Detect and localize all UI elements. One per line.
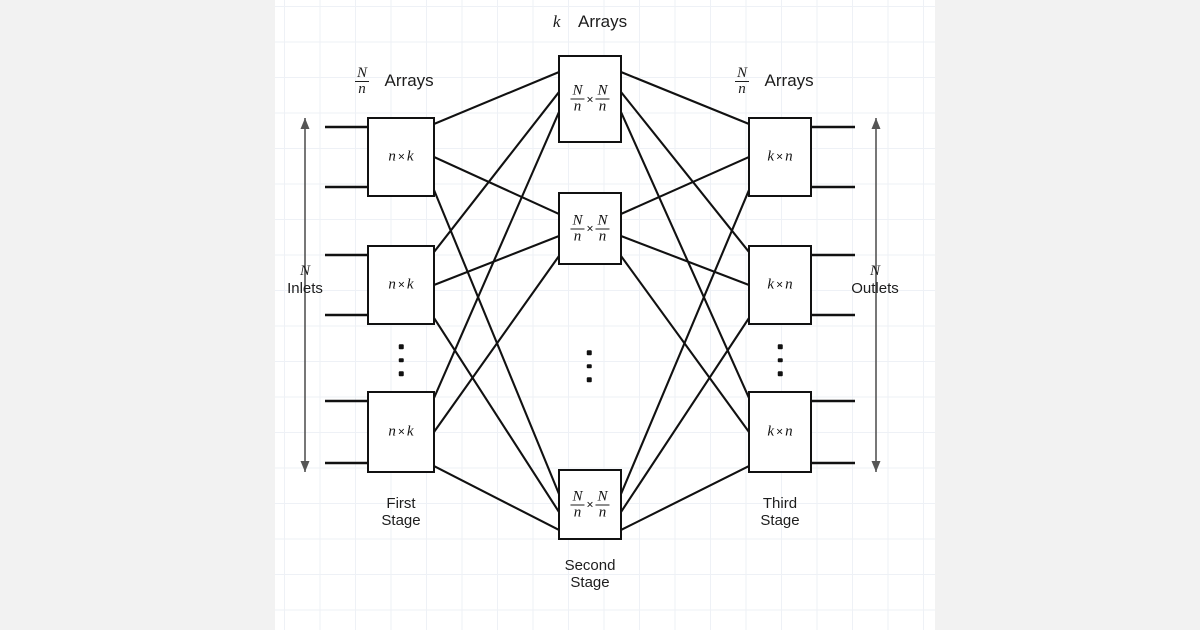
link-mid-2-out-2 [619, 234, 751, 287]
link-in-2-mid-2 [432, 234, 561, 287]
outlets-word: Outlets [851, 280, 899, 298]
inlets-n-symbol: N [299, 263, 311, 279]
link-in-3-mid-3 [432, 464, 561, 532]
inlets-range-arrow-head-top [300, 118, 310, 129]
first-stage-caption-line2: Stage [381, 512, 421, 530]
range-arrows [300, 118, 881, 472]
first-stage-caption-line1: First [386, 495, 416, 512]
n-over-n-fraction-left: N n [355, 65, 370, 97]
second-stage-caption: Second Stage [565, 557, 616, 592]
second-stage-caption-line2: Stage [570, 574, 610, 592]
arrays-word-left: Arrays [384, 70, 434, 90]
box-label-out-1: k×n [767, 148, 793, 165]
link-mid-2-out-1 [619, 155, 751, 216]
link-mid-1-out-2 [619, 90, 751, 254]
link-mid-1-out-1 [619, 70, 751, 126]
third-stage-count-label: N n Arrays [735, 66, 814, 97]
outlets-axis-label: N Outlets [851, 262, 899, 298]
outlets-range-arrow-head-top [871, 118, 881, 129]
port-lines [325, 125, 855, 465]
inlets-word: Inlets [287, 280, 323, 298]
k-symbol: k [552, 12, 561, 31]
link-in-3-mid-1 [432, 110, 561, 400]
inlets-axis-label: N Inlets [287, 262, 323, 298]
inlets-range-arrow-head-bottom [300, 461, 310, 472]
interconnect-links [432, 70, 751, 532]
outlets-range-arrow-head-bottom [871, 461, 881, 472]
switch-box-in-1 [367, 117, 435, 197]
link-in-2-mid-1 [432, 90, 561, 254]
clos-network-svg [300, 55, 881, 540]
box-label-in-1: n×k [388, 148, 414, 165]
switch-box-out-3 [748, 391, 812, 473]
stage-boxes [367, 55, 812, 540]
vertical-ellipsis-third [777, 344, 783, 376]
third-stage-caption-line1: Third [762, 495, 798, 512]
switch-box-mid-3 [558, 469, 622, 540]
figure-canvas: k Arrays N n Arrays N n Arrays N Inlets [275, 0, 935, 630]
switch-box-in-2 [367, 245, 435, 325]
first-stage-count-label: N n Arrays [355, 66, 434, 97]
link-in-1-mid-3 [432, 188, 561, 496]
link-mid-3-out-2 [619, 316, 751, 514]
third-stage-caption-line2: Stage [760, 512, 800, 530]
vertical-ellipsis-first [398, 344, 404, 376]
box-label-in-2: n×k [388, 276, 414, 293]
arrays-word-top: Arrays [577, 12, 628, 31]
vertical-ellipsis-second [586, 350, 592, 382]
box-label-out-3: k×n [767, 423, 793, 440]
switch-box-out-1 [748, 117, 812, 197]
link-in-3-mid-2 [432, 254, 561, 434]
link-mid-3-out-3 [619, 464, 751, 532]
n-over-n-fraction-right: N n [735, 65, 750, 97]
first-stage-caption: First Stage [381, 495, 420, 530]
switch-box-in-3 [367, 391, 435, 473]
switch-box-mid-2 [558, 192, 622, 265]
box-label-in-3: n×k [388, 423, 414, 440]
link-mid-3-out-1 [619, 188, 751, 496]
link-in-1-mid-2 [432, 155, 561, 216]
arrays-word-right: Arrays [764, 70, 814, 90]
second-stage-count-label: k Arrays [553, 12, 627, 32]
switch-box-mid-1 [558, 55, 622, 143]
outlets-n-symbol: N [869, 263, 880, 279]
third-stage-caption: Third Stage [760, 495, 799, 530]
box-label-out-2: k×n [767, 276, 793, 293]
link-in-1-mid-1 [432, 70, 561, 126]
switch-box-out-2 [748, 245, 812, 325]
second-stage-caption-line1: Second [564, 557, 616, 574]
